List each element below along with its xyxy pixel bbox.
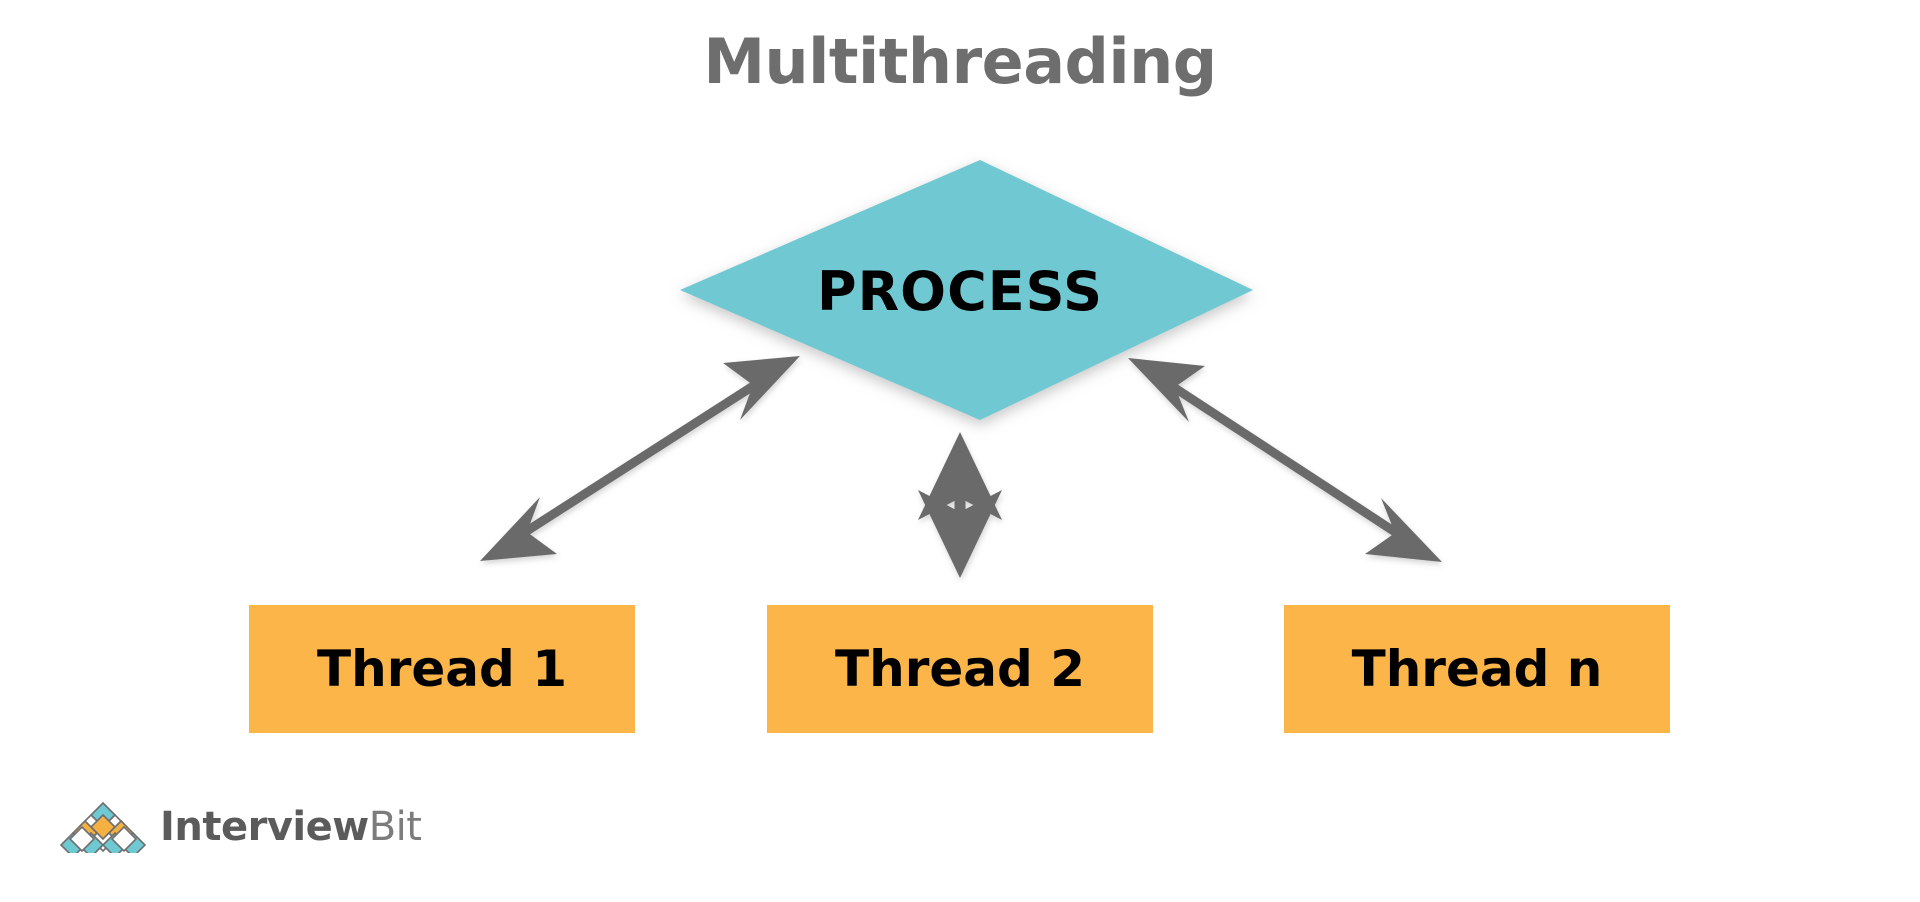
thread-box-1-label: Thread 1 bbox=[317, 640, 567, 698]
thread-box-n: Thread n bbox=[1284, 605, 1670, 733]
interviewbit-pyramid-icon bbox=[60, 801, 146, 853]
process-label: PROCESS bbox=[817, 260, 1103, 323]
thread-box-1: Thread 1 bbox=[249, 605, 635, 733]
process-diamond bbox=[680, 160, 1253, 420]
thread-box-2: Thread 2 bbox=[767, 605, 1153, 733]
logo-word-bit: Bit bbox=[368, 804, 422, 850]
thread-box-n-label: Thread n bbox=[1351, 640, 1603, 698]
page-title: Multithreading bbox=[703, 25, 1217, 98]
arrow-process-to-thread-2 bbox=[918, 432, 1002, 578]
interviewbit-wordmark: InterviewBit bbox=[160, 804, 422, 850]
logo-word-interview: Interview bbox=[160, 804, 369, 850]
interviewbit-logo: InterviewBit bbox=[60, 798, 422, 856]
arrow-process-to-thread-1 bbox=[480, 356, 800, 561]
arrow-process-to-thread-n bbox=[1128, 358, 1442, 562]
thread-box-2-label: Thread 2 bbox=[835, 640, 1085, 698]
